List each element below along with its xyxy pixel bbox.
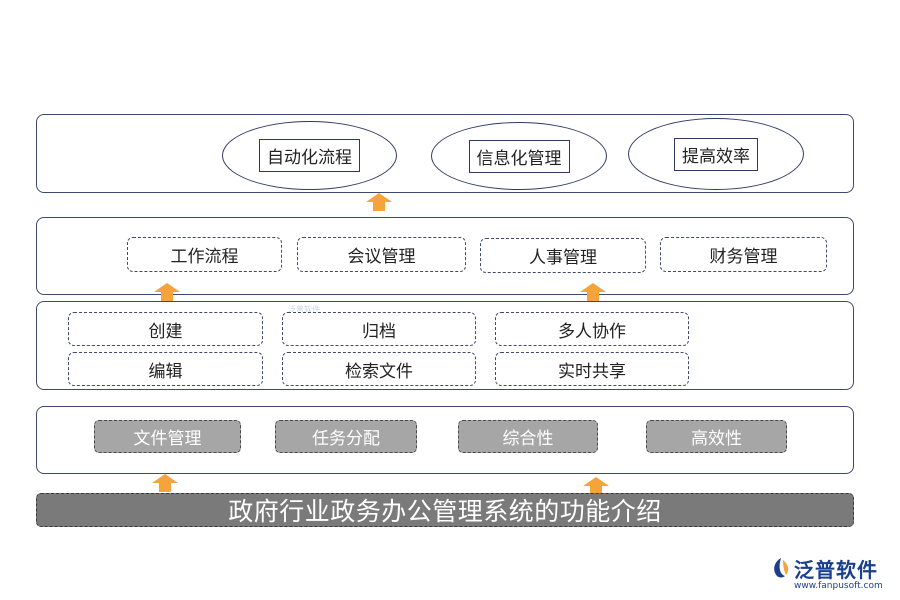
goal-label-informatization: 信息化管理 bbox=[468, 139, 570, 173]
function-edit: 编辑 bbox=[68, 352, 263, 386]
goal-ellipse-automation: 自动化流程 bbox=[222, 121, 397, 190]
feature-file-management: 文件管理 bbox=[94, 420, 241, 453]
up-arrow-icon bbox=[154, 283, 180, 301]
goal-label-automation: 自动化流程 bbox=[259, 139, 360, 172]
module-finance: 财务管理 bbox=[660, 237, 827, 272]
module-meeting: 会议管理 bbox=[297, 237, 466, 272]
goal-label-efficiency: 提高效率 bbox=[674, 137, 758, 171]
diagram-title: 政府行业政务办公管理系统的功能介绍 bbox=[228, 497, 662, 526]
feature-efficient: 高效性 bbox=[646, 420, 787, 453]
module-workflow: 工作流程 bbox=[127, 237, 282, 272]
goal-ellipse-efficiency: 提高效率 bbox=[628, 118, 804, 190]
function-realtime-share: 实时共享 bbox=[495, 352, 689, 386]
up-arrow-icon bbox=[580, 283, 606, 301]
diagram-title-bar: 政府行业政务办公管理系统的功能介绍 bbox=[36, 493, 854, 527]
function-create: 创建 bbox=[68, 312, 263, 346]
function-search-files: 检索文件 bbox=[282, 352, 476, 386]
fanpu-logo-icon bbox=[774, 558, 789, 578]
goal-ellipse-informatization: 信息化管理 bbox=[431, 122, 607, 190]
up-arrow-icon bbox=[366, 193, 392, 211]
module-hr: 人事管理 bbox=[480, 238, 646, 273]
brand-name: 泛普软件 bbox=[794, 558, 878, 582]
feature-comprehensive: 综合性 bbox=[458, 420, 598, 453]
up-arrow-icon bbox=[152, 474, 178, 492]
function-archive: 归档 bbox=[282, 312, 476, 346]
function-collaboration: 多人协作 bbox=[495, 312, 689, 346]
watermark-text: 泛普软件 bbox=[288, 305, 320, 314]
brand-url: www.fanpusoft.com bbox=[794, 581, 883, 591]
up-arrow-icon bbox=[583, 477, 609, 495]
feature-task-assignment: 任务分配 bbox=[275, 420, 417, 453]
brand-logo: 泛普软件 www.fanpusoft.com bbox=[770, 554, 890, 594]
